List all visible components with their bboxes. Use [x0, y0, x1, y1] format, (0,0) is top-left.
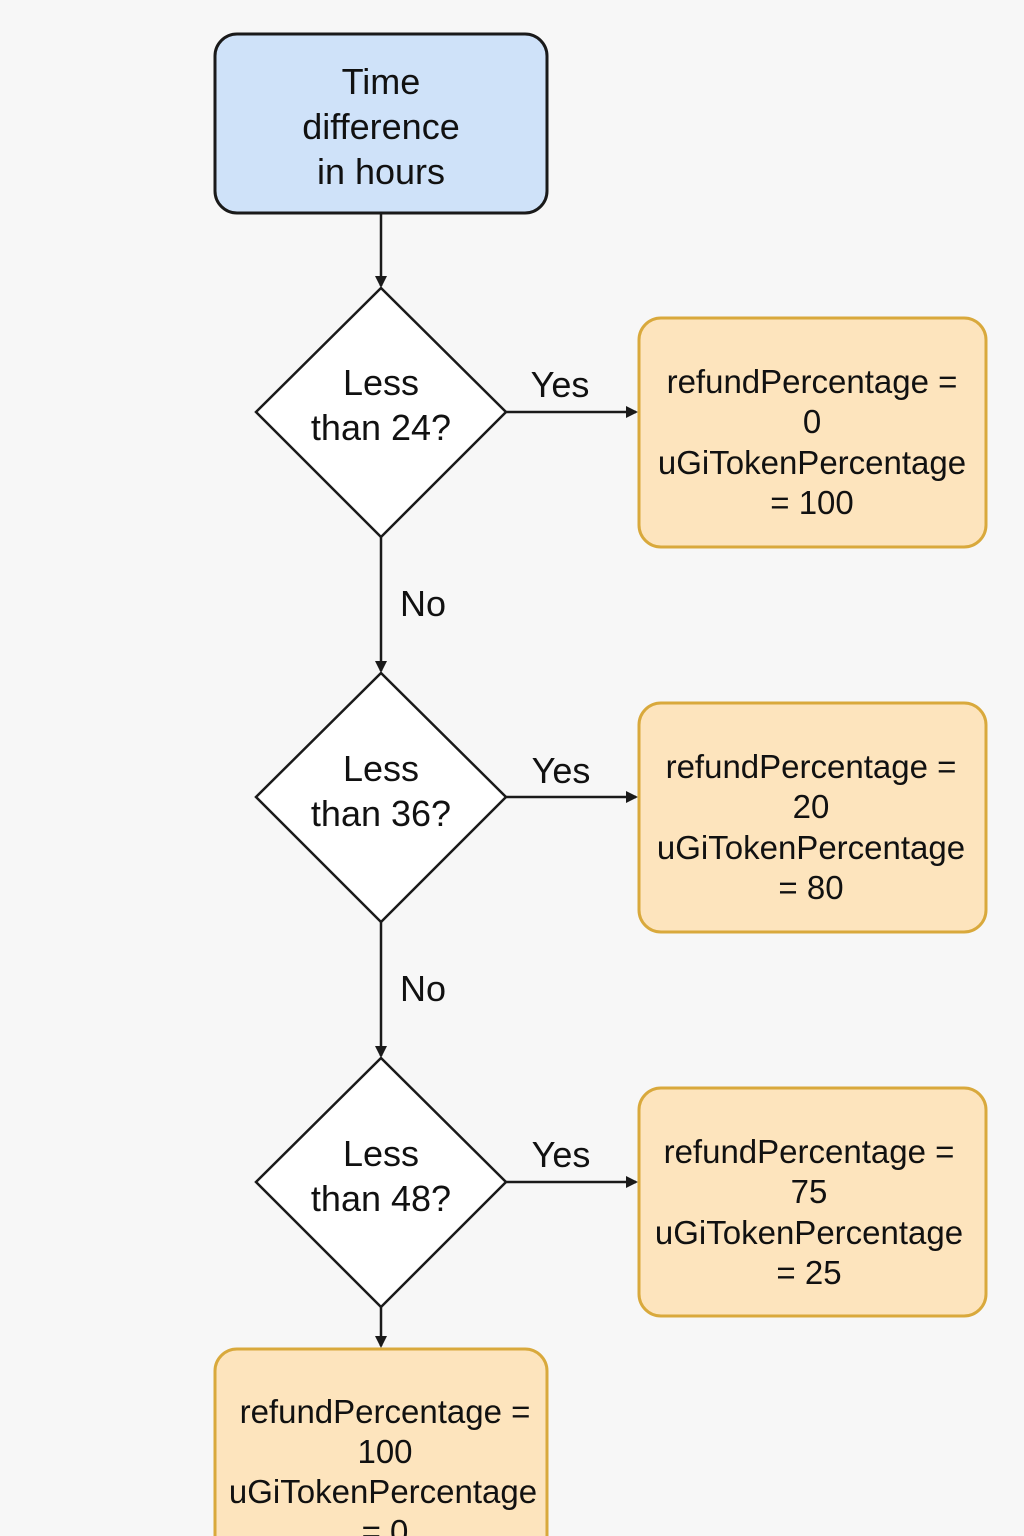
decision-2-line-1: Less [343, 748, 419, 789]
result-1-line-4: = 100 [770, 484, 854, 521]
result-2-line-3: uGiTokenPercentage [657, 829, 965, 866]
yes-label-3: Yes [532, 1134, 591, 1175]
final-line-4: = 0 [362, 1513, 409, 1536]
no-label-1: No [400, 583, 446, 624]
result-2-line-4: = 80 [778, 869, 843, 906]
final-result-node: refundPercentage = 100 uGiTokenPercentag… [213, 1347, 549, 1536]
decision-1-line-2: than 24? [311, 407, 451, 448]
result-1-line-2: 0 [803, 403, 821, 440]
result-node-1: refundPercentage = 0 uGiTokenPercentage … [637, 316, 988, 549]
decision-3-line-1: Less [343, 1133, 419, 1174]
result-1-line-3: uGiTokenPercentage [658, 444, 966, 481]
decision-2-line-2: than 36? [311, 793, 451, 834]
no-label-2: No [400, 968, 446, 1009]
result-2-line-1: refundPercentage = [666, 748, 957, 785]
start-node-line-2: difference [302, 106, 459, 147]
yes-label-1: Yes [531, 364, 590, 405]
final-line-2: 100 [357, 1433, 412, 1470]
result-box-1 [637, 316, 988, 549]
start-node-line-1: Time [342, 61, 421, 102]
start-node-line-3: in hours [317, 151, 445, 192]
decision-node-2: Less than 36? [254, 671, 508, 924]
result-node-3: refundPercentage = 75 uGiTokenPercentage… [637, 1086, 988, 1318]
start-node: Time difference in hours [213, 32, 549, 215]
final-line-1: refundPercentage = [240, 1393, 531, 1430]
decision-3-line-2: than 48? [311, 1178, 451, 1219]
result-1-line-1: refundPercentage = [667, 363, 958, 400]
result-3-line-2: 75 [791, 1173, 828, 1210]
result-node-2: refundPercentage = 20 uGiTokenPercentage… [637, 701, 988, 934]
result-2-line-2: 20 [793, 788, 830, 825]
decision-1-line-1: Less [343, 362, 419, 403]
final-line-3: uGiTokenPercentage [229, 1473, 537, 1510]
result-box-2 [637, 701, 988, 934]
result-3-line-4: = 25 [776, 1254, 841, 1291]
yes-label-2: Yes [532, 750, 591, 791]
decision-node-1: Less than 24? [254, 286, 508, 539]
result-3-line-3: uGiTokenPercentage [655, 1214, 963, 1251]
final-result-box [213, 1347, 549, 1536]
decision-node-3: Less than 48? [254, 1056, 508, 1309]
result-3-line-1: refundPercentage = [664, 1133, 955, 1170]
result-box-3 [637, 1086, 988, 1318]
